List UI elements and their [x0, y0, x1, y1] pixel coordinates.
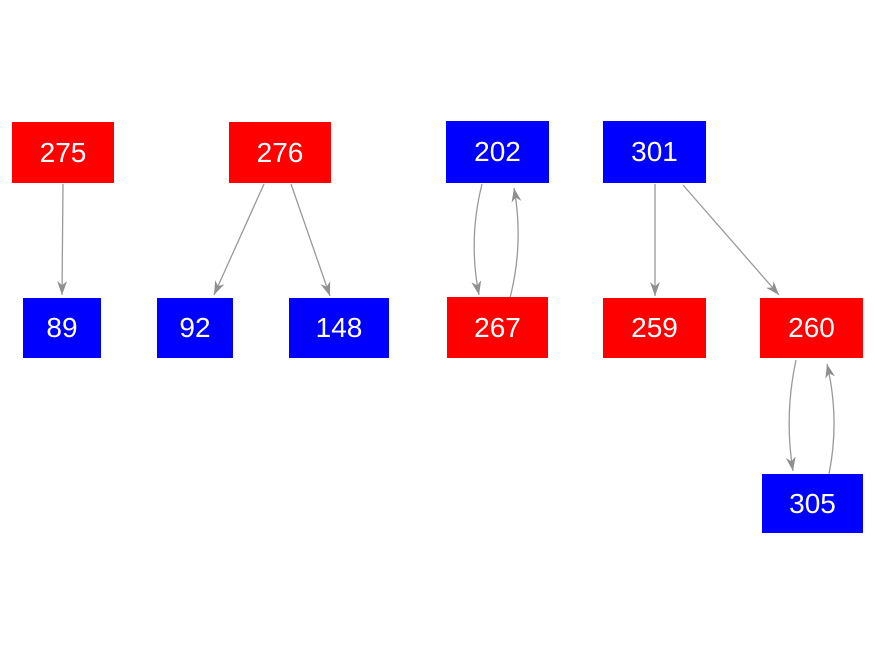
- edge-267-202: [509, 187, 522, 299]
- edge-301-260: [682, 184, 780, 296]
- node-89: 89: [23, 298, 101, 358]
- edge-276-148: [290, 183, 331, 297]
- edge-275-89: [57, 183, 68, 296]
- node-301: 301: [603, 121, 706, 183]
- node-276: 276: [229, 122, 331, 183]
- node-202: 202: [446, 121, 549, 183]
- node-305: 305: [762, 474, 863, 533]
- node-259: 259: [603, 298, 706, 358]
- edge-260-305: [785, 359, 797, 472]
- node-260: 260: [760, 298, 863, 358]
- edge-202-267: [471, 183, 483, 296]
- node-275: 275: [12, 122, 114, 183]
- edge-276-92: [213, 183, 265, 296]
- node-267: 267: [447, 297, 548, 358]
- node-92: 92: [157, 298, 233, 358]
- edge-305-260: [825, 363, 836, 475]
- node-148: 148: [289, 298, 389, 358]
